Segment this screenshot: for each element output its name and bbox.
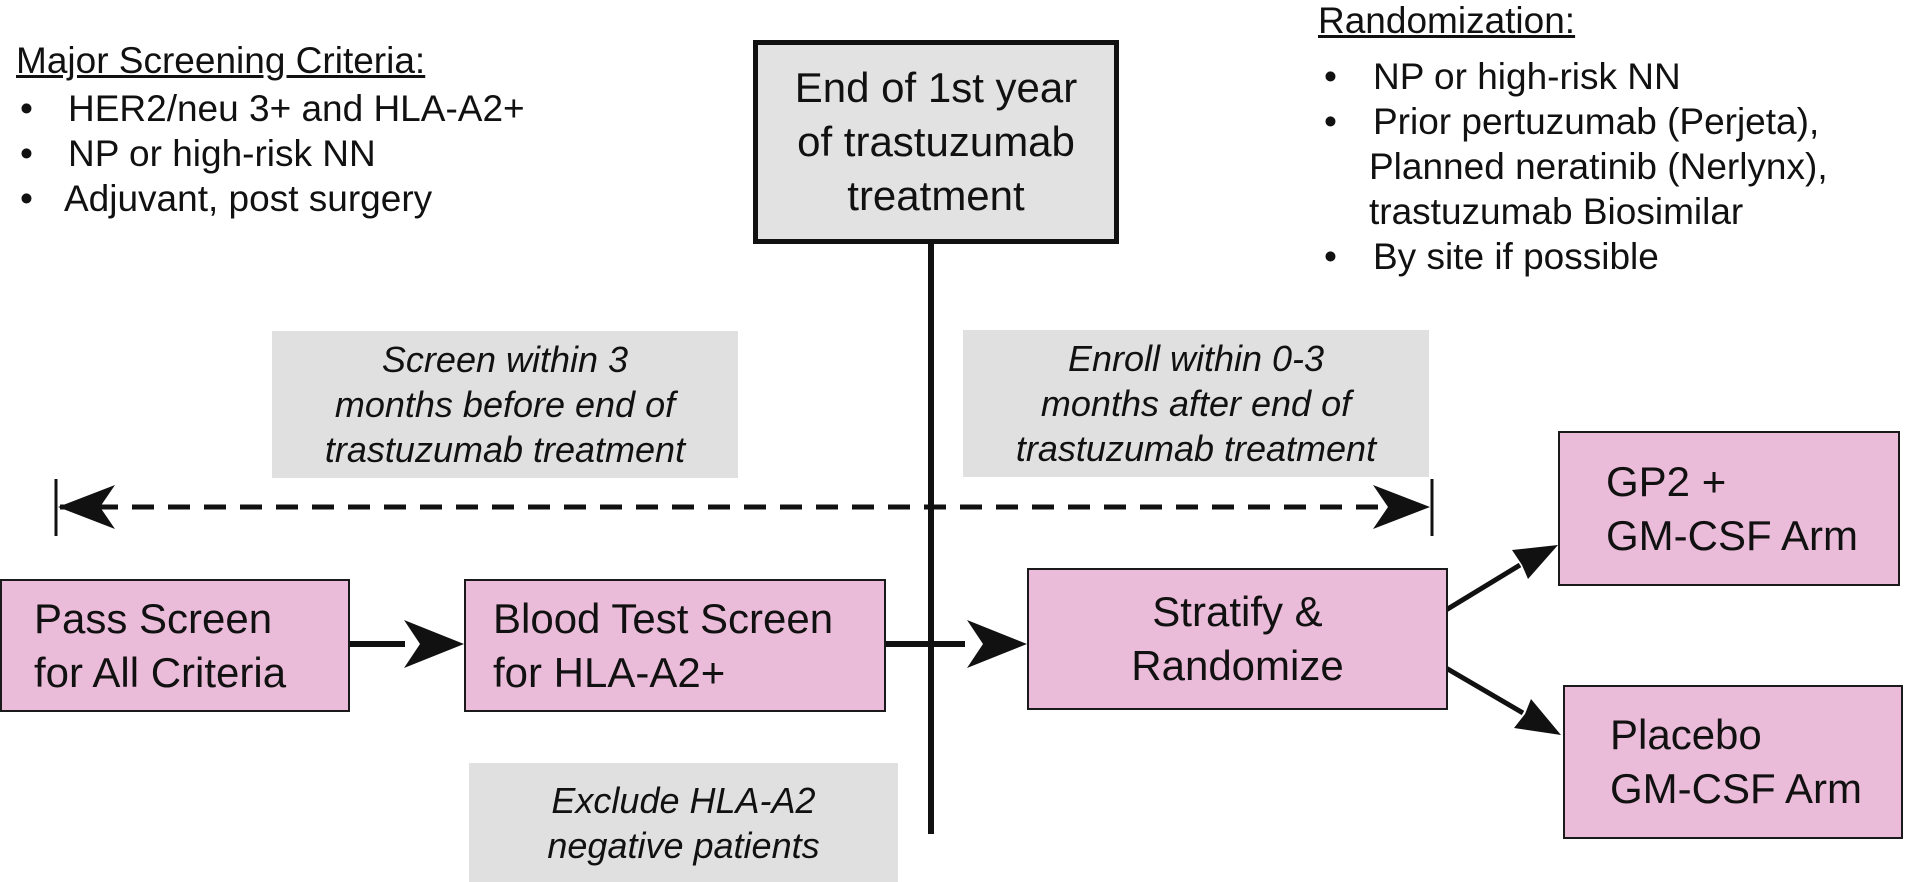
enroll-window-note: Enroll within 0-3 months after end of tr… [963, 330, 1429, 477]
randomization-item: •NP or high-risk NN [1324, 56, 1681, 97]
screening-criteria-item: •Adjuvant, post surgery [20, 178, 433, 219]
screening-criteria-item: •NP or high-risk NN [20, 133, 376, 174]
window-right-arrowhead [1373, 485, 1430, 529]
randomization-heading: Randomization: [1318, 0, 1576, 41]
screening-criteria-panel: Major Screening Criteria: •HER2/neu 3+ a… [16, 40, 525, 221]
pass-screen-box: Pass Screen for All Criteria [0, 579, 350, 712]
window-left-arrowhead [58, 485, 115, 529]
randomization-list: •NP or high-risk NN •Prior pertuzumab (P… [1318, 54, 1828, 279]
randomization-item: •By site if possible [1324, 236, 1659, 277]
arrow-pass-to-blood-head [404, 620, 464, 668]
bullet-glyph: • [20, 133, 33, 174]
randomization-panel: Randomization: •NP or high-risk NN •Prio… [1318, 0, 1828, 279]
exclude-note: Exclude HLA-A2 negative patients [469, 763, 898, 882]
bullet-glyph: • [20, 178, 33, 219]
gp2-arm-box: GP2 + GM-CSF Arm [1558, 431, 1900, 586]
stratify-randomize-box: Stratify & Randomize [1027, 568, 1448, 710]
screening-criteria-heading: Major Screening Criteria: [16, 40, 426, 81]
timeline-marker-line: treatment [847, 172, 1025, 219]
bullet-glyph: • [1324, 101, 1337, 142]
arrow-stratify-to-placebo [1444, 665, 1525, 716]
arrow-stratify-to-gp2 [1444, 562, 1522, 613]
arrow-stratify-to-placebo-head [1514, 699, 1561, 735]
bullet-glyph: • [20, 88, 33, 129]
screening-criteria-item: •HER2/neu 3+ and HLA-A2+ [20, 88, 525, 129]
screen-window-note: Screen within 3 months before end of tra… [272, 331, 738, 478]
arrow-blood-to-stratify-head [967, 620, 1027, 668]
randomization-item: •Prior pertuzumab (Perjeta),Planned nera… [1324, 101, 1828, 232]
placebo-arm-box: Placebo GM-CSF Arm [1563, 685, 1903, 839]
timeline-marker-line: End of 1st year [794, 64, 1078, 111]
bullet-glyph: • [1324, 56, 1337, 97]
screening-criteria-list: •HER2/neu 3+ and HLA-A2+ •NP or high-ris… [16, 86, 525, 221]
timeline-marker-box: End of 1st year of trastuzumab treatment [753, 40, 1119, 244]
timeline-marker-line: of trastuzumab [797, 118, 1075, 165]
bullet-glyph: • [1324, 236, 1337, 277]
arrow-stratify-to-gp2-head [1512, 545, 1558, 579]
blood-test-box: Blood Test Screen for HLA-A2+ [464, 579, 886, 712]
